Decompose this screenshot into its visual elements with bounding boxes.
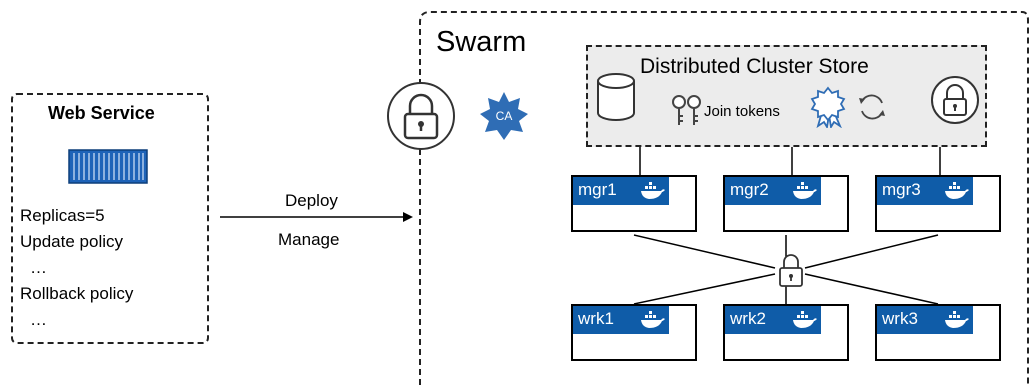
node-label: mgr3 — [882, 180, 921, 199]
node-header: wrk2 — [725, 306, 821, 334]
network-lock-icon — [779, 254, 803, 287]
node-label: wrk2 — [730, 309, 766, 328]
join-tokens-label: Join tokens — [704, 103, 780, 120]
worker-node-wrk3: wrk3 — [875, 304, 1001, 361]
deploy-label: Deploy — [285, 191, 338, 210]
node-header: wrk1 — [573, 306, 669, 334]
docker-whale-icon — [641, 182, 665, 199]
database-icon — [597, 73, 635, 121]
web-service-line-ellipsis-1: … — [30, 258, 47, 277]
web-service-line-update-policy: Update policy — [20, 232, 124, 251]
web-service-line-replicas: Replicas=5 — [20, 206, 105, 225]
manager-node-mgr3: mgr3 — [875, 175, 1001, 232]
web-service-line-rollback-policy: Rollback policy — [20, 284, 134, 303]
node-label: wrk1 — [578, 309, 614, 328]
shipping-container-icon — [68, 149, 148, 184]
deploy-arrow — [220, 212, 413, 222]
node-header: wrk3 — [877, 306, 973, 334]
docker-whale-icon — [793, 182, 817, 199]
swarm-title: Swarm — [436, 26, 527, 58]
web-service-box — [11, 93, 209, 344]
docker-whale-icon — [945, 311, 969, 328]
manager-node-mgr1: mgr1 — [571, 175, 697, 232]
cluster-store-box — [586, 45, 987, 147]
node-header: mgr2 — [725, 177, 821, 205]
node-header: mgr3 — [877, 177, 973, 205]
keys-icon — [672, 95, 701, 125]
refresh-icon — [859, 94, 885, 120]
web-service-line-ellipsis-2: … — [30, 310, 47, 329]
node-label: wrk3 — [882, 309, 918, 328]
docker-whale-icon — [793, 311, 817, 328]
worker-node-wrk1: wrk1 — [571, 304, 697, 361]
node-label: mgr1 — [578, 180, 617, 199]
web-service-title: Web Service — [48, 103, 155, 123]
node-label: mgr2 — [730, 180, 769, 199]
docker-whale-icon — [945, 182, 969, 199]
manage-label: Manage — [278, 230, 340, 249]
worker-node-wrk2: wrk2 — [723, 304, 849, 361]
certificate-badge-icon — [810, 86, 846, 128]
manager-node-mgr2: mgr2 — [723, 175, 849, 232]
docker-whale-icon — [641, 311, 665, 328]
ca-badge-icon: CA — [480, 92, 528, 140]
store-lock-icon — [931, 76, 979, 124]
ca-label: CA — [496, 109, 513, 123]
node-header: mgr1 — [573, 177, 669, 205]
lock-icon — [387, 82, 455, 150]
cluster-store-title: Distributed Cluster Store — [640, 55, 869, 78]
